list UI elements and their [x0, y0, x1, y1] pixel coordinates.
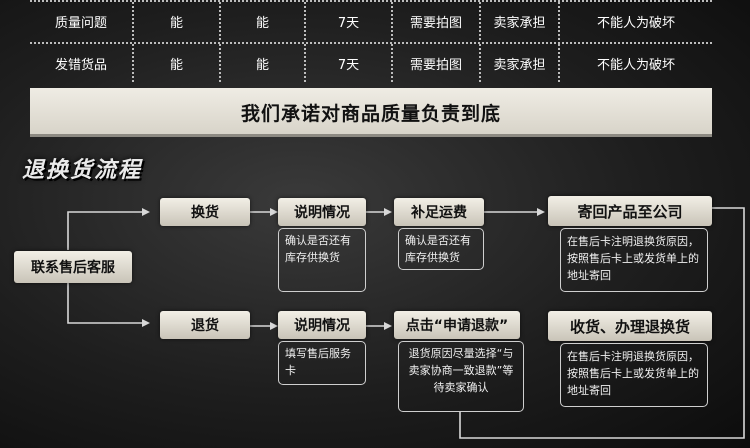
- apply-refund-node: 点击“申请退款”: [394, 311, 520, 339]
- explain-situation-node: 说明情况: [278, 198, 366, 226]
- step-description: 退货原因尽量选择“与卖家协商一致退款”等待卖家确认: [398, 341, 524, 412]
- table-cell: 能: [134, 2, 221, 40]
- arrow-to-exchange: [67, 208, 150, 250]
- table-cell: 质量问题: [30, 2, 134, 40]
- table-cell: 需要拍图: [393, 44, 481, 82]
- table-cell: 卖家承担: [481, 44, 560, 82]
- banner-shadow: [30, 134, 712, 137]
- step-description: 填写售后服务卡: [278, 341, 366, 385]
- table-cell: 卖家承担: [481, 2, 560, 40]
- table-cell: 能: [134, 44, 221, 82]
- arrow-to-return: [67, 282, 150, 327]
- table-cell: 不能人为破坏: [596, 57, 675, 73]
- loop-connector: [459, 207, 745, 439]
- step-description: 确认是否还有库存供换货: [398, 228, 484, 270]
- return-node: 退货: [160, 311, 250, 339]
- step-description: 在售后卡注明退换货原因，按照售后卡上或发货单上的地址寄回: [560, 343, 708, 407]
- table-divider: [30, 42, 712, 44]
- step-description: 确认是否还有库存供换货: [278, 228, 366, 292]
- receive-and-process-node: 收货、办理退换货: [548, 311, 712, 341]
- return-policy-table: 质量问题 能 能 7天 需要拍图 卖家承担 不能人为破坏 发错货品 能 能 7天…: [30, 0, 712, 90]
- step-description: 在售后卡注明退换货原因，按照售后卡上或发货单上的地址寄回: [560, 228, 708, 292]
- exchange-node: 换货: [160, 198, 250, 226]
- table-row: 发错货品 能 能 7天 需要拍图 卖家承担 不能人为破坏: [30, 44, 712, 82]
- table-divider: [30, 0, 712, 2]
- table-cell: 能: [221, 2, 306, 40]
- explain-situation-node: 说明情况: [278, 311, 366, 339]
- send-back-to-company-node: 寄回产品至公司: [548, 196, 712, 226]
- quality-promise-banner: 我们承诺对商品质量负责到底: [30, 88, 712, 136]
- section-title: 退换货流程: [22, 158, 143, 183]
- table-row: 质量问题 能 能 7天 需要拍图 卖家承担 不能人为破坏: [30, 2, 712, 40]
- table-cell: 能: [221, 44, 306, 82]
- table-cell: 需要拍图: [393, 2, 481, 40]
- table-cell: 发错货品: [30, 44, 134, 82]
- contact-service-node: 联系售后客服: [14, 251, 132, 283]
- table-cell: 7天: [306, 2, 393, 40]
- add-shipping-fee-node: 补足运费: [394, 198, 484, 226]
- table-cell: 不能人为破坏: [596, 15, 675, 31]
- table-cell: 7天: [306, 44, 393, 82]
